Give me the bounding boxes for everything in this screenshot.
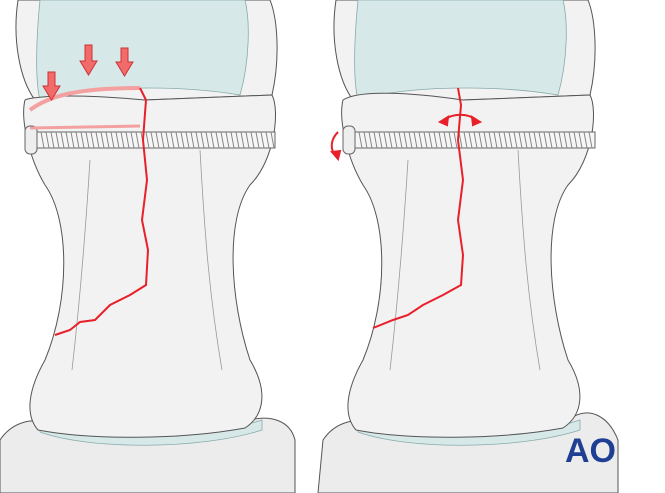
ao-logo: AO (565, 432, 616, 470)
right-panel (317, 0, 619, 493)
screw-left (24, 125, 276, 155)
ao-logo-text: AO (565, 432, 616, 470)
middle-phalanx (23, 94, 277, 438)
compression-arrow-icon (42, 44, 134, 101)
cartilage-top (354, 0, 567, 101)
fracture-line-right (372, 87, 465, 329)
rotation-arrow-icon (330, 113, 483, 162)
screw-right (342, 125, 596, 155)
middle-phalanx (341, 92, 595, 438)
left-panel (0, 0, 296, 493)
fracture-line-left (54, 87, 150, 336)
cartilage-top (36, 0, 249, 101)
